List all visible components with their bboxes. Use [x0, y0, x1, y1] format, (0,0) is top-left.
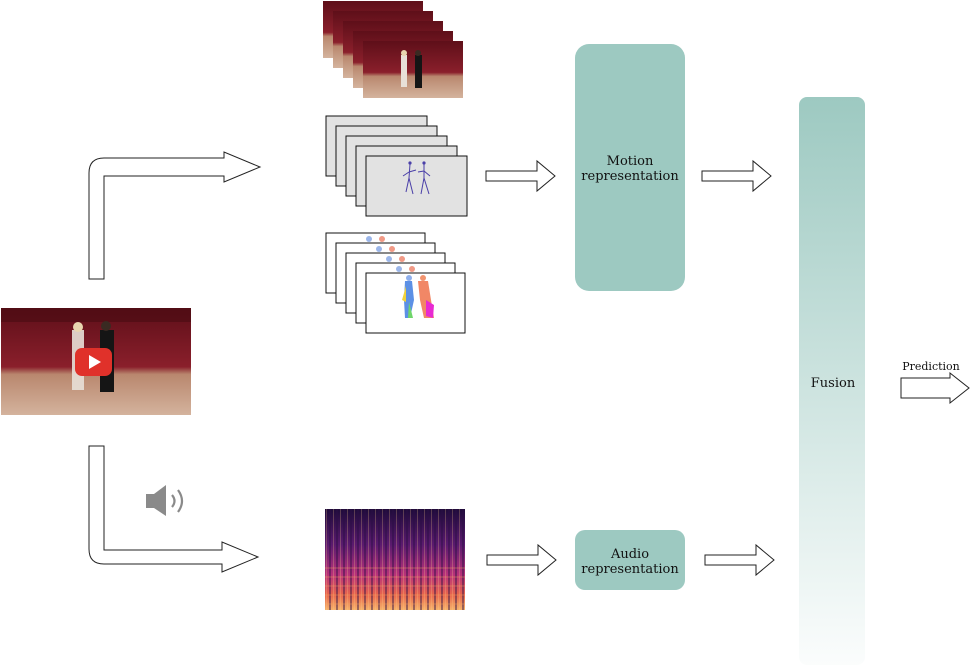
- audio-branch-arrow: [88, 445, 260, 573]
- motion-representation-node: Motion representation: [575, 44, 685, 291]
- pose-frame-stack: [325, 115, 468, 217]
- motion-label-line1: Motion: [607, 154, 654, 169]
- audio-representation-node: Audio representation: [575, 530, 685, 590]
- fusion-node: Fusion: [799, 97, 865, 665]
- audio-label-line1: Audio: [610, 547, 649, 562]
- input-video-thumbnail[interactable]: [1, 308, 191, 415]
- arrow-visual-to-motion: [485, 159, 556, 193]
- play-button-icon[interactable]: [75, 348, 112, 376]
- motion-label-line2: representation: [581, 169, 679, 184]
- arrow-motion-to-fusion: [701, 159, 772, 193]
- rgb-frame-stack: [323, 1, 463, 98]
- fusion-label: Fusion: [811, 376, 856, 391]
- arrow-spectrogram-to-audio: [486, 543, 557, 577]
- video-branch-arrow: [88, 151, 262, 280]
- speaker-icon: [146, 485, 184, 516]
- flow-frame-stack: [325, 232, 466, 334]
- audio-label-line2: representation: [581, 562, 679, 577]
- spectrogram: [325, 509, 465, 610]
- arrow-fusion-to-prediction: [900, 371, 970, 405]
- prediction-label: Prediction: [902, 360, 960, 373]
- arrow-audio-to-fusion: [704, 543, 775, 577]
